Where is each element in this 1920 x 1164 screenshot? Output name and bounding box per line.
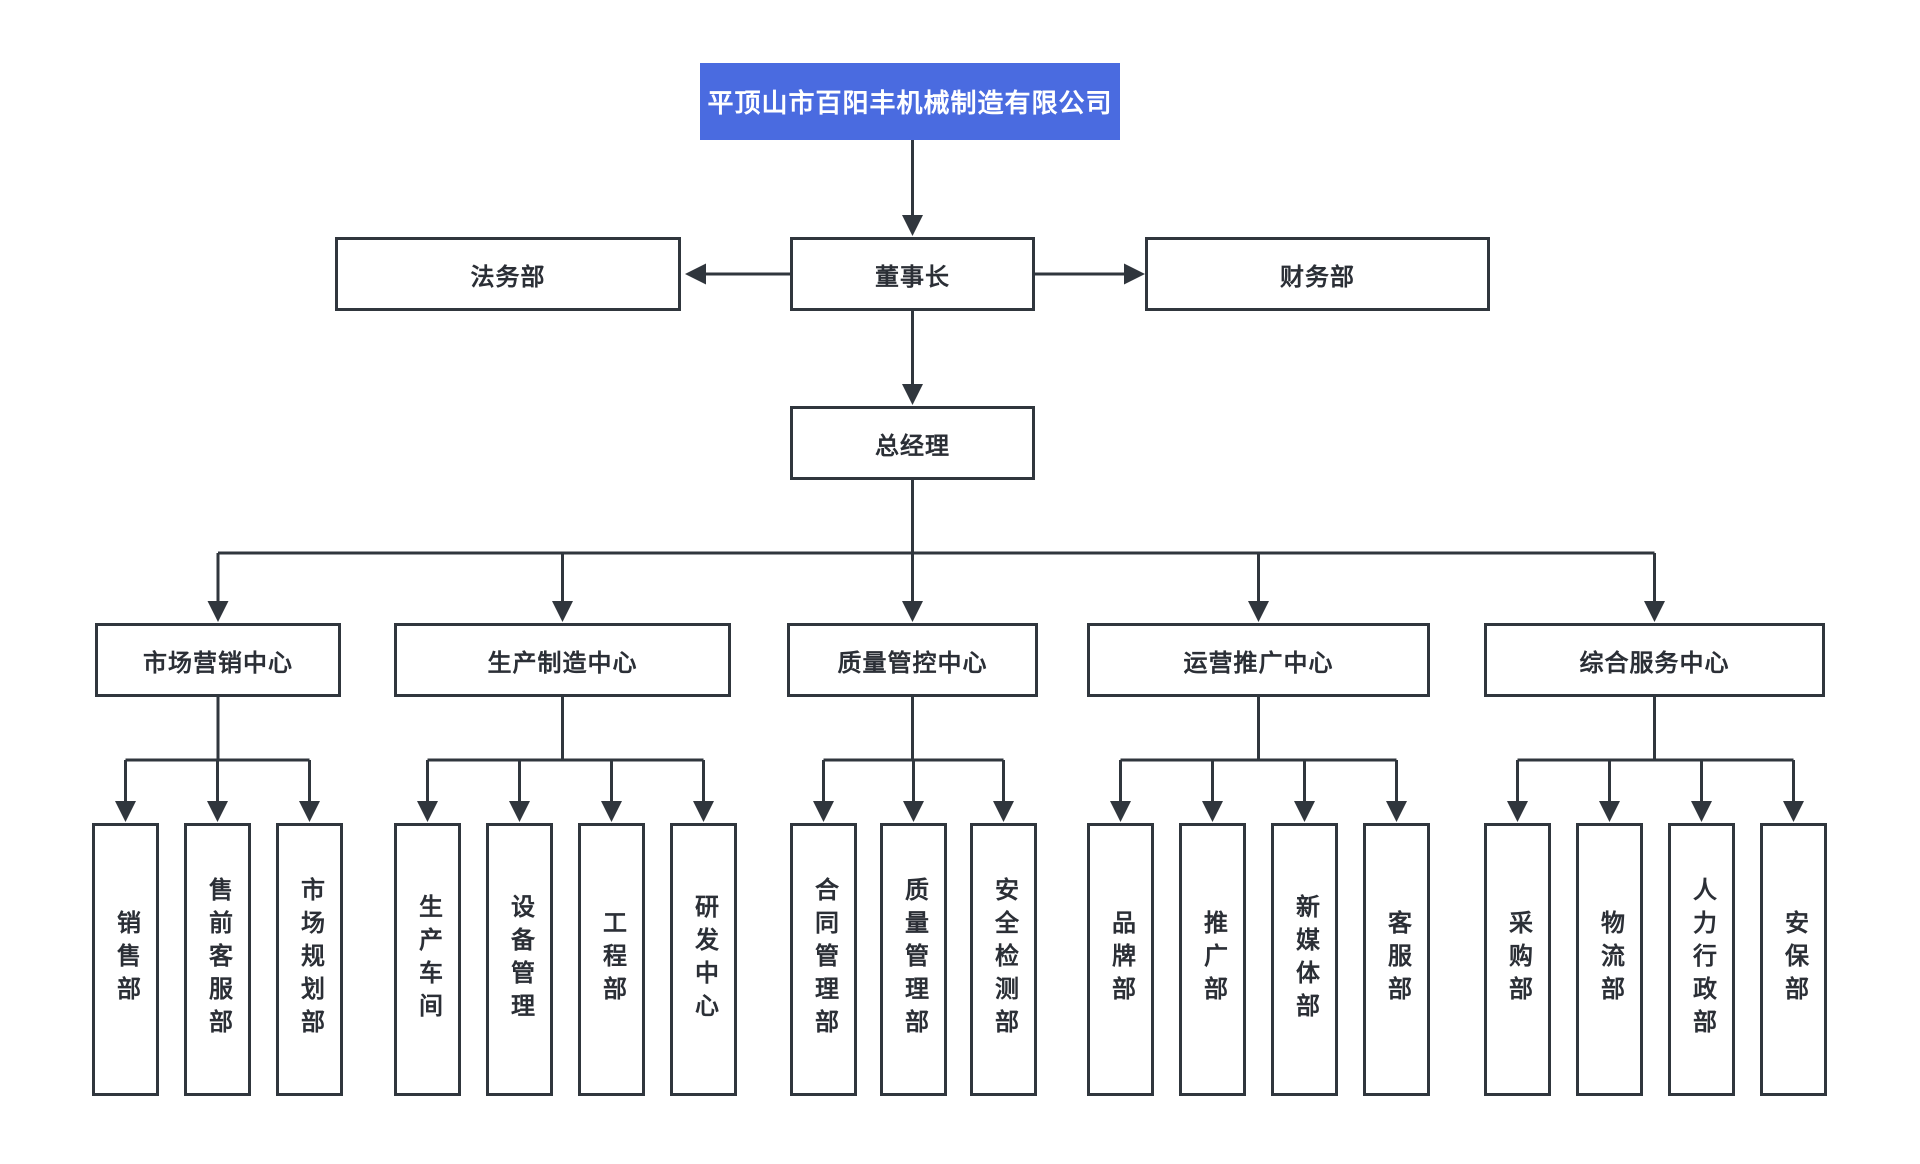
contract-management-dept-label: 合同管理部 xyxy=(810,877,838,1042)
finance-dept-label: 财务部 xyxy=(1280,263,1355,291)
center-general-services-label: 综合服务中心 xyxy=(1579,649,1730,677)
node-company-root: 平顶山市百阳丰机械制造有限公司 xyxy=(700,63,1120,140)
company-name-label: 平顶山市百阳丰机械制造有限公司 xyxy=(707,88,1113,118)
node-legal-dept: 法务部 xyxy=(335,237,681,311)
node-center-operations: 运营推广中心 xyxy=(1087,623,1430,697)
node-chairman: 董事长 xyxy=(790,237,1035,311)
node-center-production: 生产制造中心 xyxy=(394,623,731,697)
security-dept-label: 安保部 xyxy=(1780,910,1808,1009)
node-general-manager: 总经理 xyxy=(790,406,1035,480)
node-market-planning-dept: 市场规划部 xyxy=(276,823,343,1096)
safety-inspection-dept-label: 安全检测部 xyxy=(990,877,1018,1042)
node-presales-service-dept: 售前客服部 xyxy=(184,823,251,1096)
production-workshop-label: 生产车间 xyxy=(414,893,442,1026)
node-finance-dept: 财务部 xyxy=(1145,237,1490,311)
node-center-marketing: 市场营销中心 xyxy=(95,623,341,697)
node-promotion-dept: 推广部 xyxy=(1179,823,1246,1096)
chairman-label: 董事长 xyxy=(875,263,950,291)
equipment-management-label: 设备管理 xyxy=(506,893,534,1026)
node-equipment-management: 设备管理 xyxy=(486,823,553,1096)
promotion-dept-label: 推广部 xyxy=(1199,910,1227,1009)
node-production-workshop: 生产车间 xyxy=(394,823,461,1096)
new-media-dept-label: 新媒体部 xyxy=(1291,893,1319,1026)
node-engineering-dept: 工程部 xyxy=(578,823,645,1096)
logistics-dept-label: 物流部 xyxy=(1596,910,1624,1009)
center-operations-label: 运营推广中心 xyxy=(1183,649,1334,677)
node-center-quality: 质量管控中心 xyxy=(787,623,1038,697)
node-customer-service-dept: 客服部 xyxy=(1363,823,1430,1096)
hr-admin-dept-label: 人力行政部 xyxy=(1688,877,1716,1042)
node-procurement-dept: 采购部 xyxy=(1484,823,1551,1096)
node-safety-inspection-dept: 安全检测部 xyxy=(970,823,1037,1096)
customer-service-dept-label: 客服部 xyxy=(1383,910,1411,1009)
presales-service-dept-label: 售前客服部 xyxy=(204,877,232,1042)
center-marketing-label: 市场营销中心 xyxy=(143,649,293,677)
node-rd-center: 研发中心 xyxy=(670,823,737,1096)
general-manager-label: 总经理 xyxy=(875,432,950,460)
legal-dept-label: 法务部 xyxy=(470,263,546,291)
node-new-media-dept: 新媒体部 xyxy=(1271,823,1338,1096)
node-security-dept: 安保部 xyxy=(1760,823,1827,1096)
market-planning-dept-label: 市场规划部 xyxy=(296,877,324,1042)
brand-dept-label: 品牌部 xyxy=(1107,910,1135,1009)
node-logistics-dept: 物流部 xyxy=(1576,823,1643,1096)
node-center-general-services: 综合服务中心 xyxy=(1484,623,1825,697)
node-brand-dept: 品牌部 xyxy=(1087,823,1154,1096)
center-quality-label: 质量管控中心 xyxy=(837,649,988,677)
node-quality-management-dept: 质量管理部 xyxy=(880,823,947,1096)
node-contract-management-dept: 合同管理部 xyxy=(790,823,857,1096)
engineering-dept-label: 工程部 xyxy=(598,910,626,1009)
center-production-label: 生产制造中心 xyxy=(487,649,638,677)
procurement-dept-label: 采购部 xyxy=(1504,910,1532,1009)
sales-dept-label: 销售部 xyxy=(112,910,140,1009)
node-sales-dept: 销售部 xyxy=(92,823,159,1096)
quality-management-dept-label: 质量管理部 xyxy=(900,877,928,1042)
rd-center-label: 研发中心 xyxy=(690,893,718,1026)
node-hr-admin-dept: 人力行政部 xyxy=(1668,823,1735,1096)
